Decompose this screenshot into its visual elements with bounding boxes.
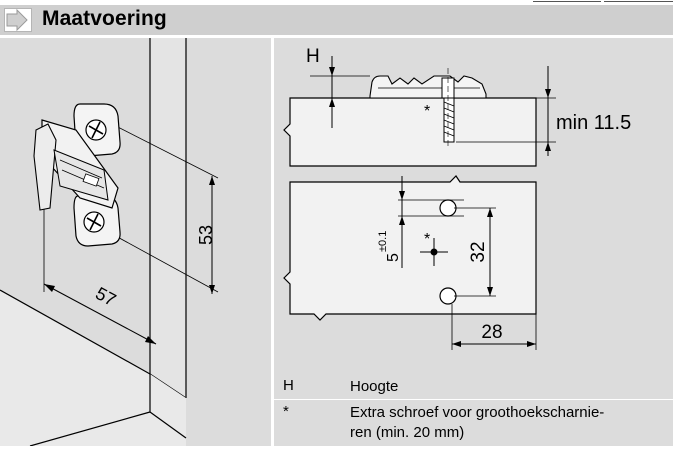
section-header: Maatvoering [0,5,673,35]
dimension-edge-distance: 28 [481,322,502,343]
legend-value-line: Extra schroef voor groothoekscharnie- [350,404,605,421]
orthographic-drawing: * H min 11.5 * 5 ±0.1 [283,46,631,350]
top-rule-segment [533,1,601,2]
legend-value: Hoogte [350,378,399,395]
legend-key: * [283,403,289,420]
legend-table: H Hoogte * Extra schroef voor groothoeks… [274,374,673,446]
legend-key: H [283,377,294,394]
dimension-min-thickness: min 11.5 [556,112,631,134]
isometric-view-panel: 53 57 [0,38,271,446]
arrow-icon [4,8,32,32]
dimension-offset: 5 [385,253,402,262]
legend-value: Extra schroef voor groothoekscharnie- re… [350,403,670,443]
dimension-hole-spacing: 32 [468,241,489,262]
top-rule [0,0,673,3]
orthographic-view-panel: * H min 11.5 * 5 ±0.1 [274,38,673,374]
asterisk-screw-front: * [424,231,430,248]
legend-value-line: ren (min. 20 mm) [350,424,465,441]
legend-row: * Extra schroef voor groothoekscharnie- … [274,400,673,446]
dimension-hinge-height: 53 [196,225,216,245]
dimension-offset-tolerance: ±0.1 [377,231,389,252]
top-rule-segment [604,1,673,2]
isometric-drawing: 53 57 [0,38,219,446]
dimension-height-label: H [306,46,320,67]
asterisk-screw-side: * [424,103,430,120]
legend-row: H Hoogte [274,374,673,400]
dimension-hinge-width: 57 [92,283,119,310]
section-title: Maatvoering [42,7,167,30]
